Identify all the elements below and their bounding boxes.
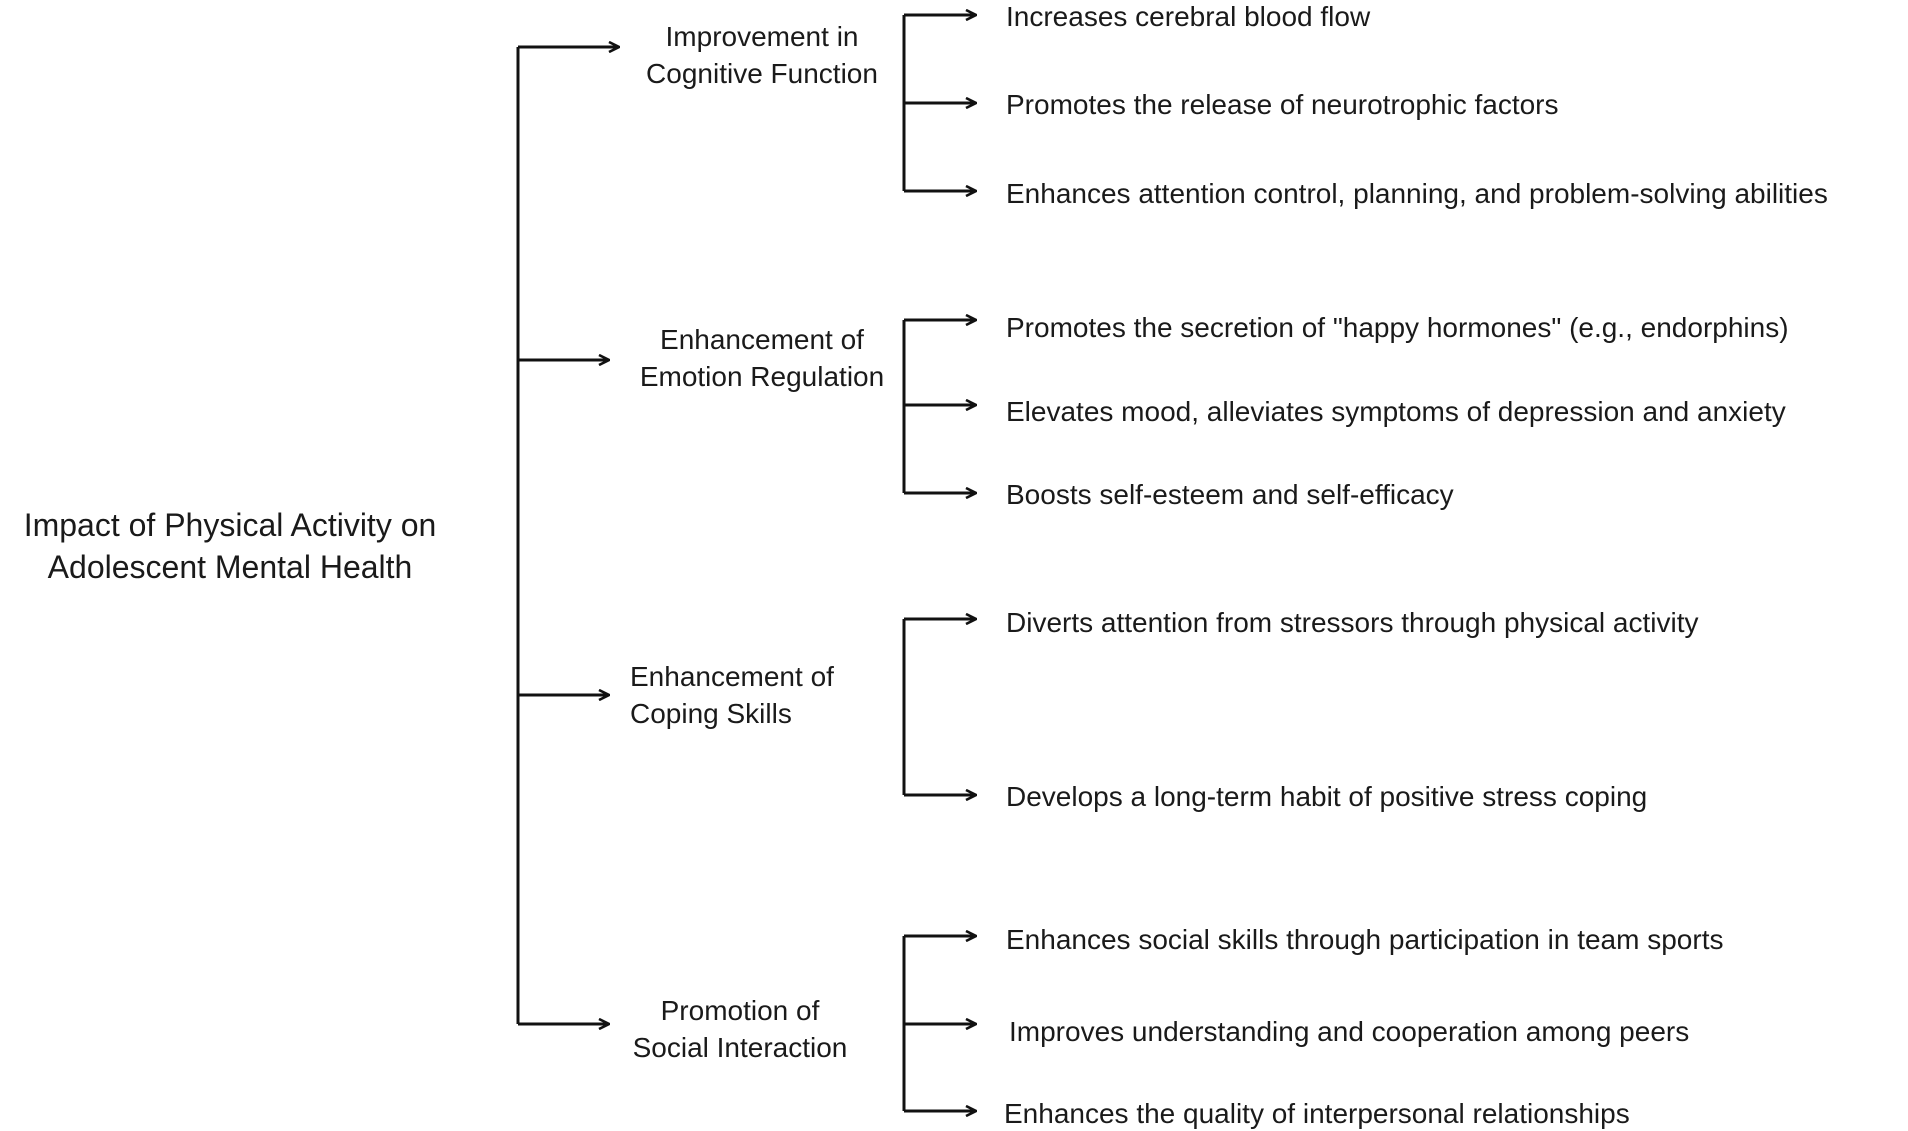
branch-2-label-line-2: Emotion Regulation — [639, 361, 885, 392]
branch-4-label-line-1: Promotion of — [660, 995, 820, 1026]
leaf-diverts-attention: Diverts attention from stressors through… — [1006, 607, 1699, 638]
root-node: Impact of Physical Activity on Adolescen… — [0, 504, 460, 588]
branch-cognitive-function: Improvement in Cognitive Function — [628, 18, 896, 92]
leaf-interpersonal-relationships: Enhances the quality of interpersonal re… — [1004, 1098, 1630, 1129]
root-title-line-1: Impact of Physical Activity on — [23, 507, 437, 543]
branch-coping-skills: Enhancement of Coping Skills — [630, 658, 858, 732]
leaf-elevates-mood: Elevates mood, alleviates symptoms of de… — [1006, 396, 1786, 427]
branch-3-label-line-1: Enhancement of — [630, 661, 834, 692]
branch-emotion-regulation: Enhancement of Emotion Regulation — [620, 321, 904, 395]
branch-1-label-line-1: Improvement in — [665, 21, 859, 52]
leaf-neurotrophic-factors: Promotes the release of neurotrophic fac… — [1006, 89, 1559, 120]
leaf-stress-coping-habit: Develops a long-term habit of positive s… — [1006, 781, 1648, 812]
leaf-cerebral-blood-flow: Increases cerebral blood flow — [1006, 1, 1371, 32]
leaf-attention-control: Enhances attention control, planning, an… — [1006, 178, 1828, 209]
leaf-social-skills: Enhances social skills through participa… — [1006, 924, 1724, 955]
branch-1-label-line-2: Cognitive Function — [646, 58, 878, 89]
branch-social-interaction: Promotion of Social Interaction — [615, 992, 865, 1066]
leaf-happy-hormones: Promotes the secretion of "happy hormone… — [1006, 312, 1789, 343]
root-title-line-2: Adolescent Mental Health — [47, 549, 413, 585]
leaf-self-esteem: Boosts self-esteem and self-efficacy — [1006, 479, 1454, 510]
branch-3-label-line-2: Coping Skills — [630, 698, 792, 729]
branch-4-label-line-2: Social Interaction — [632, 1032, 848, 1063]
branch-2-label-line-1: Enhancement of — [660, 324, 864, 355]
leaf-peer-cooperation: Improves understanding and cooperation a… — [1009, 1016, 1690, 1047]
